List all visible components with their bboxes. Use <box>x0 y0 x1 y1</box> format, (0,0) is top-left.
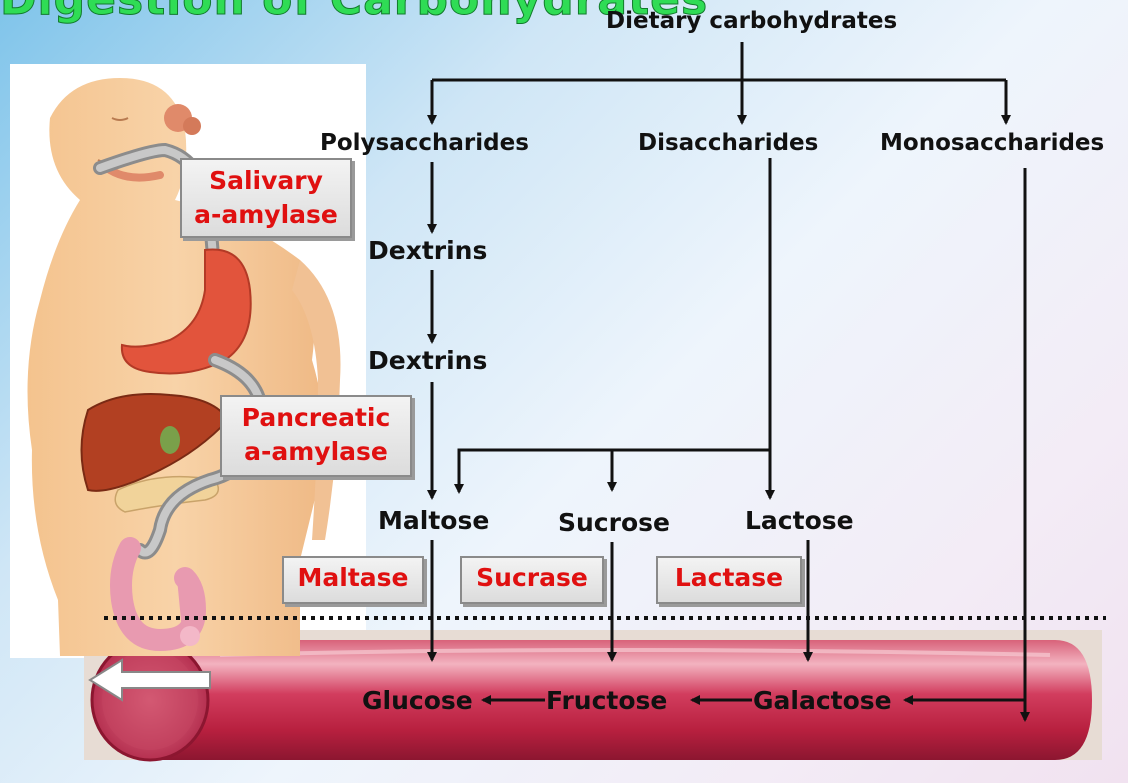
term-lactose: Lactose <box>745 506 854 535</box>
term-polysaccharides: Polysaccharides <box>320 130 529 156</box>
enzyme-salivary-amylase: Salivary a-amylase <box>180 158 352 238</box>
term-sucrose: Sucrose <box>558 508 670 537</box>
term-galactose: Galactose <box>753 686 892 715</box>
enzyme-salivary-line1: Salivary <box>182 164 350 198</box>
enzyme-pancreatic-amylase: Pancreatic a-amylase <box>220 395 412 477</box>
enzyme-pancreatic-line1: Pancreatic <box>222 401 410 435</box>
enzyme-sucrase: Sucrase <box>460 556 604 604</box>
term-fructose: Fructose <box>546 686 667 715</box>
enzyme-lactase: Lactase <box>656 556 802 604</box>
enzyme-pancreatic-line2: a-amylase <box>222 435 410 469</box>
term-monosaccharides: Monosaccharides <box>880 130 1104 156</box>
term-maltose: Maltose <box>378 506 489 535</box>
enzyme-salivary-line2: a-amylase <box>182 198 350 232</box>
term-dextrins-2: Dextrins <box>368 346 487 375</box>
term-glucose: Glucose <box>362 686 473 715</box>
term-dextrins-1: Dextrins <box>368 236 487 265</box>
enzyme-maltase: Maltase <box>282 556 424 604</box>
term-dietary-carbohydrates: Dietary carbohydrates <box>606 8 897 34</box>
term-disaccharides: Disaccharides <box>638 130 818 156</box>
